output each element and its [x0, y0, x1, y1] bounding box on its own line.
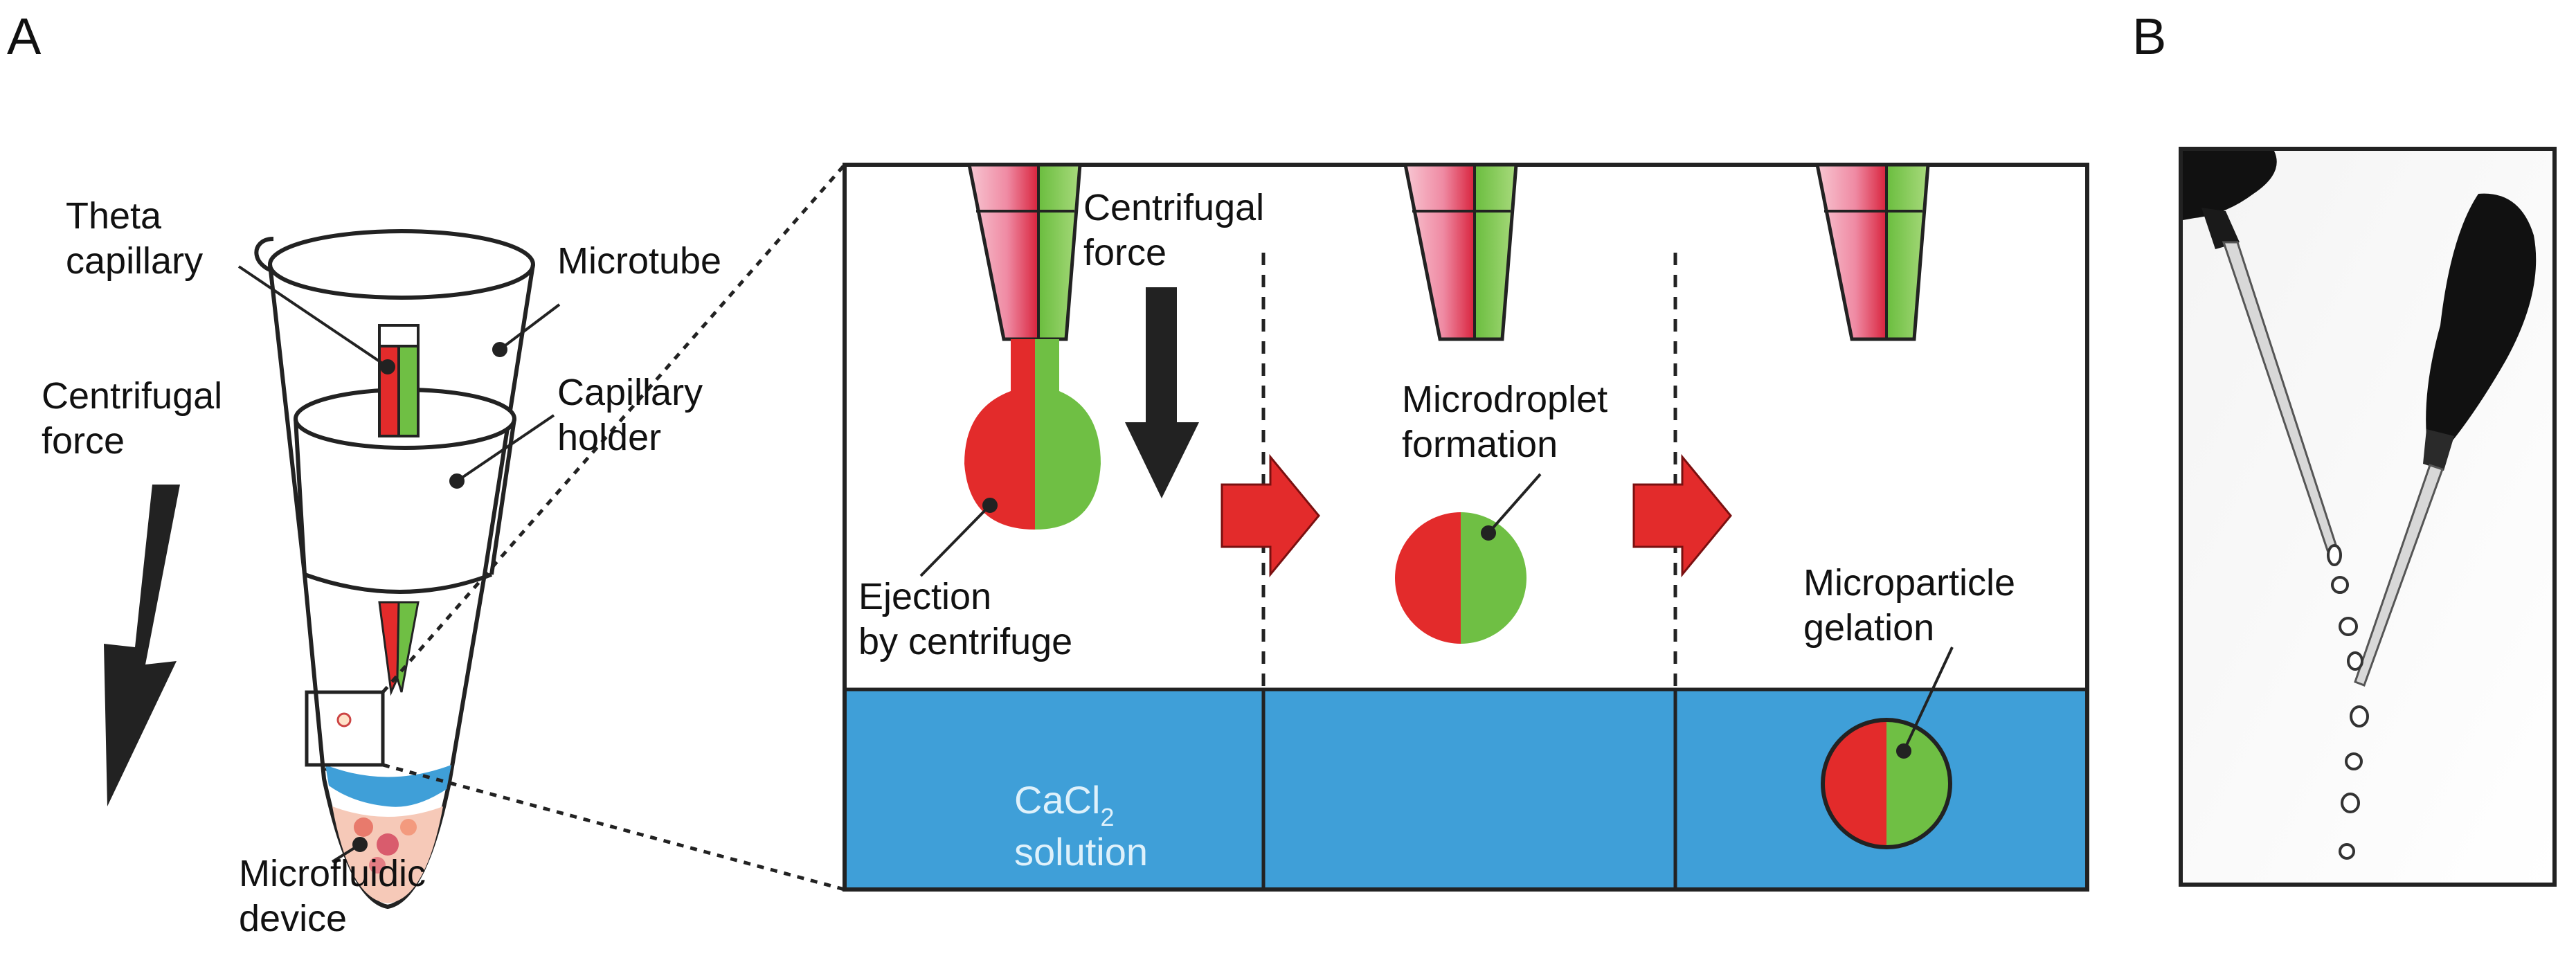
nozzle-step-2: [1403, 163, 1518, 341]
gelation-label-2: gelation: [1803, 607, 1934, 649]
theta-capillary: [378, 324, 420, 696]
photo-left-holder: [2183, 151, 2277, 220]
centrifugal-force-arrow-b: [1125, 287, 1199, 498]
panel-a-label: A: [7, 8, 42, 65]
step-arrow-1: [1221, 453, 1320, 578]
leader-ejection: [919, 504, 991, 577]
zoom-connector-top: [381, 163, 846, 694]
centrifugal-label-b-2: force: [1083, 232, 1167, 273]
theta-label-1: Theta: [66, 195, 162, 237]
photo-right-capillary: [2354, 464, 2444, 687]
photo-droplets: [2327, 544, 2369, 860]
capillary-holder-bottom: [303, 572, 493, 594]
zoom-connector-bottom: [382, 763, 845, 892]
nozzle-step-3: [1814, 163, 1930, 341]
leader-microdroplet: [1487, 473, 1542, 534]
ejecting-droplet: [964, 339, 1101, 530]
droplet-label-2: formation: [1402, 424, 1558, 465]
holder-label-2: holder: [557, 417, 661, 458]
device-label-2: device: [239, 898, 347, 939]
holder-label-1: Capillary: [557, 372, 703, 413]
microparticle: [1821, 718, 1952, 849]
panel-b-label: B: [2132, 8, 2166, 65]
zoom-box: [305, 690, 385, 767]
centrifugal-label-a-1: Centrifugal: [42, 375, 222, 417]
gelation-label-1: Microparticle: [1803, 562, 2015, 604]
nozzle-step-1: [966, 163, 1082, 341]
photo-right-holder: [2426, 193, 2537, 443]
step-arrow-2: [1632, 453, 1732, 578]
theta-label-2: capillary: [66, 240, 203, 282]
microtube-rim: [268, 229, 535, 300]
solution-label: solution: [1014, 830, 1148, 874]
centrifugal-label-b-1: Centrifugal: [1083, 187, 1264, 228]
cacl2-liquid: [325, 765, 451, 807]
photo-panel: [2179, 147, 2557, 887]
ejection-label-2: by centrifuge: [858, 621, 1072, 662]
centrifugal-label-a-2: force: [42, 420, 125, 462]
centrifugal-force-arrow-a: [104, 485, 180, 806]
microtube-label: Microtube: [557, 240, 721, 282]
leader-holder: [456, 414, 555, 482]
microdroplet: [1395, 512, 1526, 644]
droplet-in-tube: [336, 712, 352, 727]
leader-theta: [237, 265, 389, 368]
ejection-label-1: Ejection: [858, 576, 991, 617]
microfluidic-device-shape: [332, 806, 443, 903]
leader-gelation: [1902, 647, 1954, 752]
device-label-1: Microfluidic: [239, 853, 426, 894]
cacl2-label: CaCl2: [1014, 778, 1115, 831]
droplet-label-1: Microdroplet: [1402, 379, 1607, 420]
leader-microtube: [498, 303, 561, 351]
